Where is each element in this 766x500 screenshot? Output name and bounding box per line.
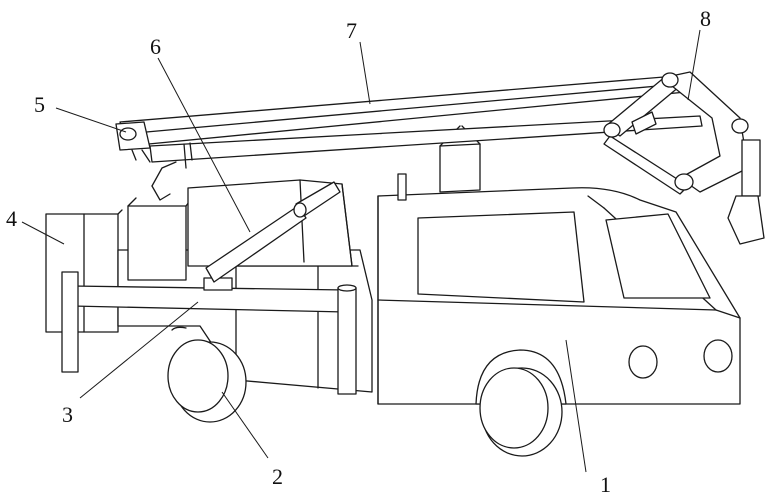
label-1: 1 (600, 472, 611, 497)
label-8: 8 (700, 6, 711, 31)
rear-wheels (167, 326, 247, 423)
label-7: 7 (346, 18, 357, 43)
gripper-arm (603, 71, 765, 245)
boom-head (115, 121, 177, 201)
front-wheel (479, 367, 563, 457)
label-2: 2 (272, 464, 283, 489)
label-5: 5 (34, 92, 45, 117)
leader-lines (21, 29, 701, 473)
label-3: 3 (62, 402, 73, 427)
label-4: 4 (6, 206, 17, 231)
hydraulic-cylinder (205, 181, 341, 283)
truck-cab (377, 187, 741, 405)
rear-box (45, 209, 123, 333)
label-6: 6 (150, 34, 161, 59)
outrigger-beam (61, 271, 357, 395)
